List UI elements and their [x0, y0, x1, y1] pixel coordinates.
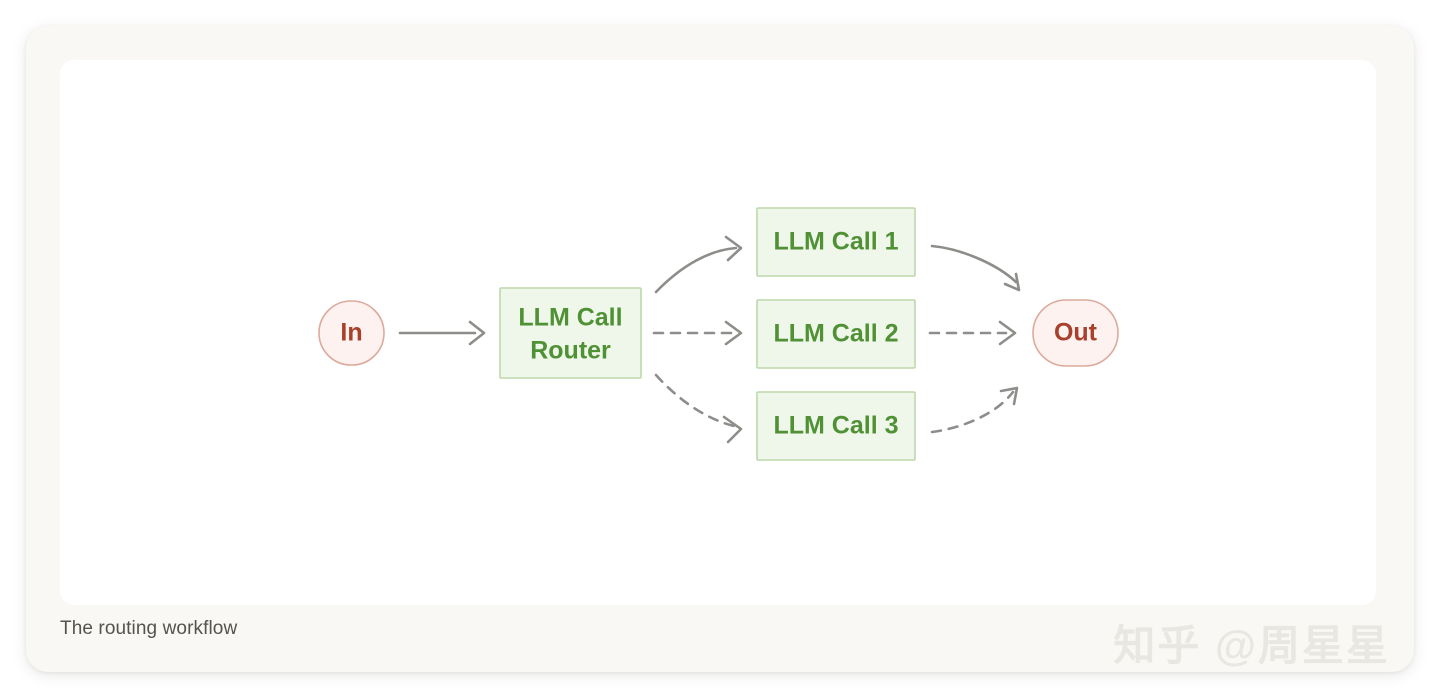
edge-call3-to-out	[930, 386, 1019, 434]
node-in-label: In	[340, 319, 362, 347]
node-llm-call-router[interactable]: LLM Call Router	[499, 287, 642, 379]
node-router-label-line2: Router	[530, 337, 611, 365]
node-llm-call-1[interactable]: LLM Call 1	[756, 207, 916, 277]
watermark: 知乎 @周星星	[1113, 622, 1390, 669]
node-llm-call-2[interactable]: LLM Call 2	[756, 299, 916, 369]
edge-call2-to-out	[928, 320, 1017, 346]
edge-router-to-call1	[654, 235, 743, 294]
figure-caption: The routing workflow	[60, 618, 238, 639]
node-out-label: Out	[1054, 319, 1098, 347]
node-out[interactable]: Out	[1032, 299, 1119, 367]
node-call2-label: LLM Call 2	[773, 320, 898, 348]
node-llm-call-3[interactable]: LLM Call 3	[756, 391, 916, 461]
node-in[interactable]: In	[318, 300, 385, 366]
edge-call1-to-out	[930, 244, 1021, 292]
edge-in-to-router	[398, 320, 486, 346]
node-call1-label: LLM Call 1	[773, 228, 898, 256]
edge-router-to-call2	[652, 320, 743, 346]
node-call3-label: LLM Call 3	[773, 412, 898, 440]
node-router-label-line1: LLM Call	[518, 304, 622, 332]
figure-card: In LLM Call Router LLM Call 1 LLM Call 2	[26, 26, 1414, 672]
edge-router-to-call3	[654, 373, 743, 444]
diagram-canvas: In LLM Call Router LLM Call 1 LLM Call 2	[60, 60, 1376, 605]
routing-workflow-diagram: In LLM Call Router LLM Call 1 LLM Call 2	[318, 207, 1119, 461]
